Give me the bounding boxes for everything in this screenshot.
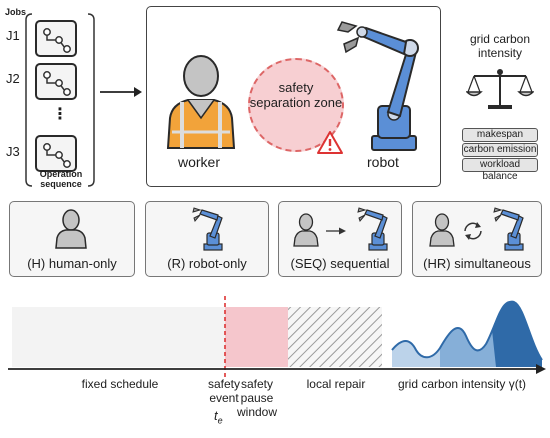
metric-carbon-emission: carbon emission	[462, 143, 538, 157]
job-label-j1: J1	[6, 28, 20, 43]
mode-human-only[interactable]: (H) human-only	[9, 201, 135, 277]
job-label-j2: J2	[6, 71, 20, 86]
fixed-schedule-label: fixed schedule	[81, 377, 159, 391]
local-repair-label: local repair	[306, 377, 366, 391]
operation-graph-icon	[43, 71, 71, 96]
mode-simultaneous[interactable]: (HR) simultaneous	[412, 201, 542, 277]
safety-event-time: te	[214, 408, 223, 426]
grid-carbon-title: grid carbon intensity	[469, 32, 531, 60]
mode-sequential[interactable]: (SEQ) sequential	[278, 201, 402, 277]
time-axis-arrowhead	[536, 364, 546, 374]
operation-sequence-label: Operation sequence	[39, 169, 83, 189]
person-icon	[55, 209, 87, 249]
balance-scale-icon	[466, 69, 534, 109]
mode-label: (R) robot-only	[167, 256, 247, 271]
mode-label: (SEQ) sequential	[290, 256, 390, 271]
metric-workload-balance: workload balance	[462, 158, 538, 182]
carbon-intensity-high-area	[492, 301, 542, 367]
robot-arm-icon	[192, 207, 223, 251]
jobs-braces	[25, 13, 95, 187]
grid-carbon-intensity-label: grid carbon intensity γ(t)	[398, 377, 527, 391]
fixed-schedule-block	[12, 307, 225, 367]
warning-triangle-icon	[317, 131, 343, 154]
safety-pause-block	[225, 307, 288, 367]
carbon-intensity-curve	[391, 300, 543, 361]
mode-label: (HR) simultaneous	[423, 256, 531, 271]
job-card-j2[interactable]	[35, 63, 77, 100]
robot-arm-icon	[336, 21, 419, 151]
arrow-right-icon	[100, 87, 142, 97]
job-card-j1[interactable]	[35, 20, 77, 57]
arrow-right-icon	[326, 227, 346, 235]
person-icon	[293, 213, 319, 247]
job-card-j3[interactable]	[35, 135, 77, 172]
jobs-title: Jobs	[5, 7, 27, 17]
mode-robot-only[interactable]: (R) robot-only	[145, 201, 269, 277]
safety-event-time-subscript: e	[217, 415, 223, 426]
safety-pause-window-label: safety pause window	[236, 377, 278, 419]
job-label-j3: J3	[6, 144, 20, 159]
robot-arm-icon	[357, 207, 388, 251]
operation-graph-icon	[43, 143, 71, 168]
worker-label: worker	[178, 154, 221, 170]
safety-event-time-symbol: t	[214, 408, 218, 423]
mode-label: (H) human-only	[27, 256, 117, 271]
metric-makespan: makespan	[462, 128, 538, 142]
local-repair-block	[288, 307, 382, 367]
safety-event-label: safety event	[207, 377, 240, 405]
robot-arm-icon	[493, 207, 524, 251]
operation-graph-icon	[43, 28, 71, 53]
cycle-arrows-icon	[464, 222, 482, 240]
person-icon	[429, 213, 455, 247]
safety-zone-label: safety separation zone	[249, 80, 343, 110]
worker-icon	[166, 55, 236, 149]
robot-label: robot	[367, 154, 399, 170]
jobs-ellipsis: ⋮	[52, 106, 68, 123]
timeline-graphic	[8, 296, 546, 380]
